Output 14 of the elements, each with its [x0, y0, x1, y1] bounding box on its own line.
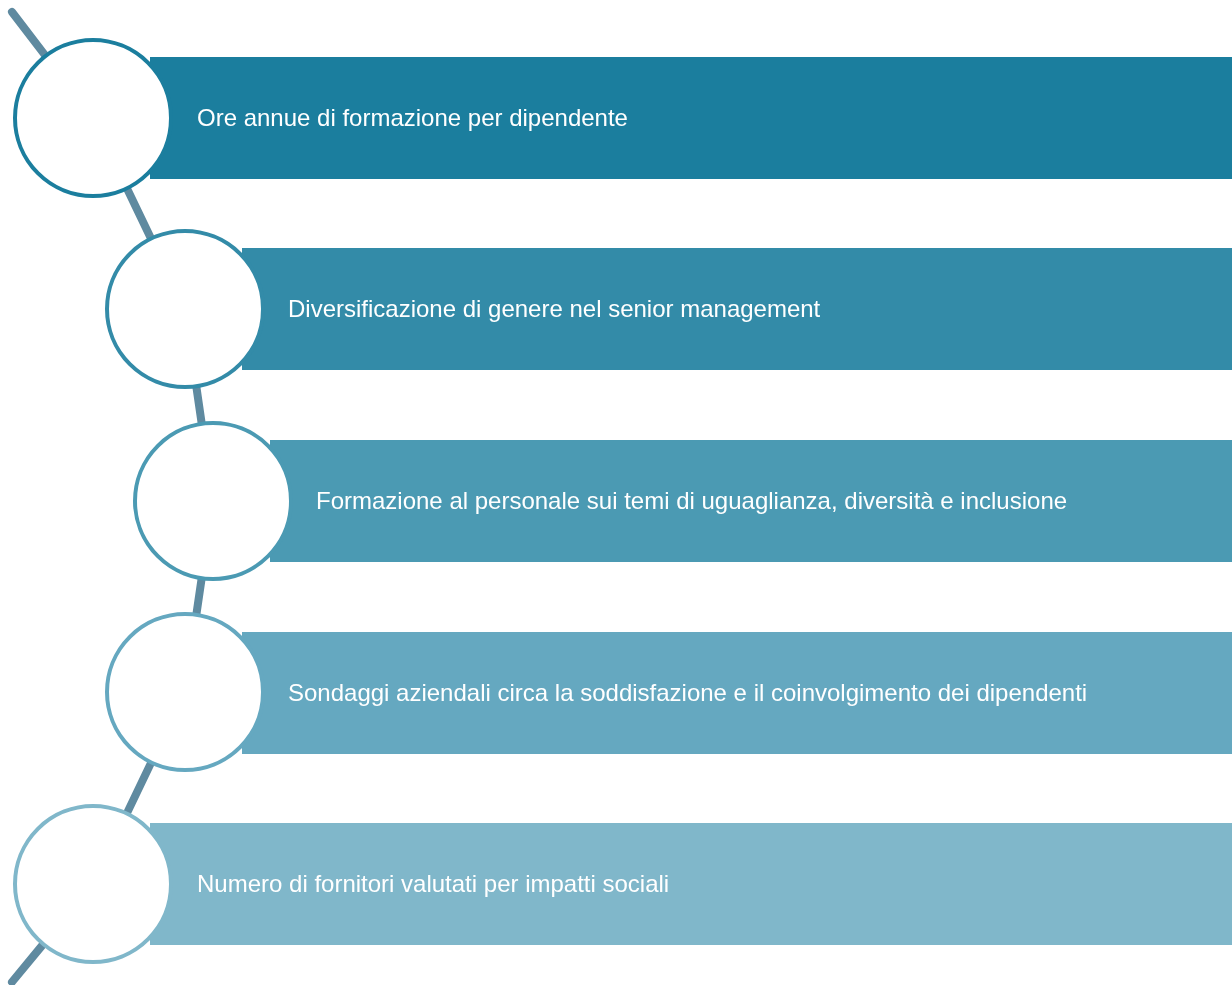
list-band	[270, 440, 1232, 562]
list-band	[150, 823, 1232, 945]
item-text: Diversificazione di genere nel senior management	[288, 294, 821, 324]
list-band	[150, 57, 1232, 179]
connector-line	[123, 760, 155, 816]
connector-line	[123, 186, 155, 241]
connector-line	[8, 8, 49, 59]
item-text: Sondaggi aziendali circa la soddisfazione e il coinvolgimento dei dipendenti	[288, 678, 1088, 708]
item-text: Numero di fornitori valutati per impatti sociali	[197, 869, 670, 899]
item-text: Formazione al personale sui temi di uguaglianza, diversità e inclusione	[316, 486, 1068, 516]
list-band	[242, 248, 1232, 370]
item-text: Ore annue di formazione per dipendente	[197, 103, 628, 133]
list-band	[242, 632, 1232, 754]
connector-line	[8, 941, 47, 985]
